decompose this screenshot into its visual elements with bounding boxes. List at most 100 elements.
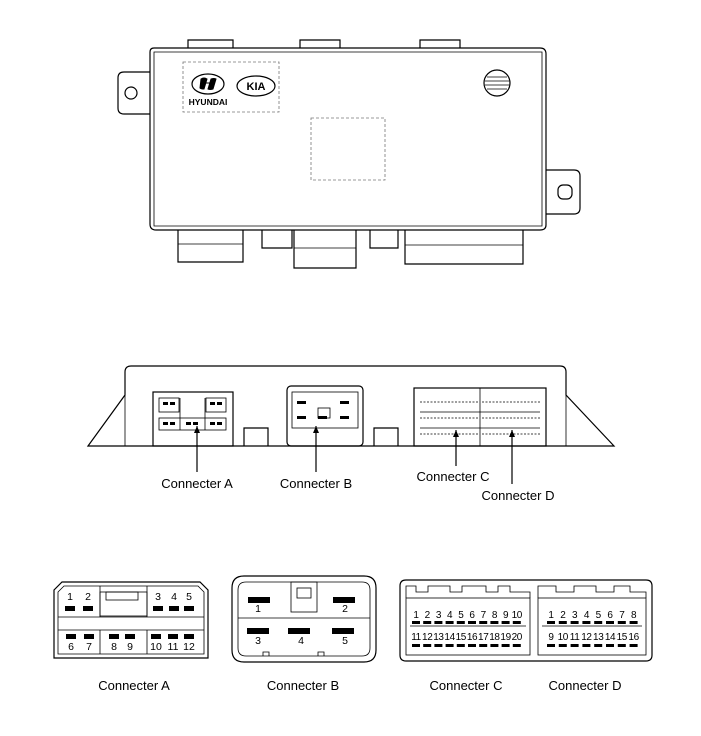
pin-label-c-18: 18	[489, 632, 500, 643]
pin-label-c-5: 5	[458, 610, 464, 621]
pin-label-c-2: 2	[425, 610, 431, 621]
pin-terminal-c-20	[512, 644, 521, 647]
pin-label-c-1: 1	[413, 610, 419, 621]
pin-terminal-b-1	[248, 597, 270, 603]
hyundai-wordmark: HYUNDAI	[189, 97, 228, 107]
connector-b-face	[231, 575, 377, 663]
pin-terminal-c-6	[468, 621, 476, 624]
pin-label-b-1: 1	[255, 603, 261, 615]
pin-label-d-14: 14	[605, 632, 616, 643]
pin-terminal-c-7	[479, 621, 488, 624]
pin-terminal-c-18	[490, 644, 499, 647]
pin-label-d-12: 12	[581, 632, 592, 643]
pin-label-a-2: 2	[85, 591, 91, 603]
pin-label-d-13: 13	[593, 632, 604, 643]
pin-label-c-10: 10	[512, 610, 523, 621]
pin-label-c-16: 16	[467, 632, 478, 643]
left-mount-hole-icon	[124, 86, 138, 100]
callout-label-a: Connecter A	[161, 476, 233, 491]
pin-label-d-9: 9	[548, 632, 554, 643]
callout-label-b: Connecter B	[280, 476, 352, 491]
pin-label-d-2: 2	[560, 610, 566, 621]
kia-wordmark: KIA	[247, 81, 266, 93]
pin-label-c-19: 19	[500, 632, 511, 643]
pin-terminal-c-4	[445, 621, 454, 624]
pin-terminal-d-10	[558, 644, 567, 647]
pin-label-a-5: 5	[186, 591, 192, 603]
side-connector-b	[286, 385, 364, 447]
pin-terminal-a-9	[125, 634, 135, 639]
pin-label-b-3: 3	[255, 635, 261, 647]
pin-terminal-a-2	[83, 606, 93, 611]
pin-terminal-d-8	[629, 621, 638, 624]
pin-label-d-6: 6	[607, 610, 613, 621]
pin-label-c-20: 20	[512, 632, 523, 643]
pin-terminal-b-3	[247, 628, 269, 634]
hyundai-logo-icon	[191, 73, 225, 95]
pin-terminal-c-11	[412, 644, 420, 647]
pin-terminal-d-15	[617, 644, 626, 647]
pin-terminal-c-1	[412, 621, 420, 624]
pin-terminal-b-5	[332, 628, 354, 634]
pin-terminal-d-5	[594, 621, 603, 624]
pin-label-d-15: 15	[617, 632, 628, 643]
connector-a-face	[53, 581, 209, 659]
pin-label-c-11: 11	[411, 632, 421, 643]
pin-terminal-c-12	[423, 644, 432, 647]
pin-label-c-13: 13	[433, 632, 444, 643]
caption-connector-b: Connecter B	[267, 678, 339, 693]
pin-label-b-5: 5	[342, 635, 348, 647]
pin-label-d-1: 1	[548, 610, 554, 621]
pin-label-c-14: 14	[444, 632, 455, 643]
pin-terminal-d-9	[547, 644, 555, 647]
pin-label-c-6: 6	[469, 610, 475, 621]
pin-terminal-a-4	[169, 606, 179, 611]
pin-label-b-2: 2	[342, 603, 348, 615]
pin-label-c-8: 8	[492, 610, 498, 621]
pin-label-c-15: 15	[456, 632, 467, 643]
pin-terminal-c-10	[512, 621, 521, 624]
pin-terminal-a-5	[184, 606, 194, 611]
pin-label-c-17: 17	[478, 632, 489, 643]
pin-terminal-d-16	[629, 644, 638, 647]
pin-label-c-9: 9	[503, 610, 509, 621]
pin-terminal-a-1	[65, 606, 75, 611]
pin-label-a-12: 12	[183, 641, 195, 653]
right-mount-hole-icon	[557, 184, 573, 200]
pin-label-d-7: 7	[619, 610, 625, 621]
pin-label-d-3: 3	[572, 610, 578, 621]
pin-terminal-a-12	[184, 634, 194, 639]
pin-label-a-10: 10	[150, 641, 162, 653]
pin-label-a-11: 11	[168, 641, 179, 653]
callout-arrows	[194, 426, 515, 484]
pin-terminal-c-16	[468, 644, 476, 647]
caption-connector-d: Connecter D	[549, 678, 622, 693]
pin-terminal-c-17	[479, 644, 488, 647]
pin-label-a-8: 8	[111, 641, 117, 653]
pin-terminal-c-9	[501, 621, 510, 624]
label-area	[310, 117, 386, 181]
logo-plate	[182, 61, 280, 113]
pin-terminal-c-15	[456, 644, 465, 647]
pin-terminal-a-7	[84, 634, 94, 639]
module-top-view: HYUNDAI KIA	[117, 39, 581, 269]
pin-terminal-d-4	[582, 621, 591, 624]
side-connector-a	[152, 391, 234, 447]
pin-terminal-d-14	[606, 644, 614, 647]
pin-terminal-c-2	[423, 621, 432, 624]
pin-label-c-3: 3	[436, 610, 442, 621]
pin-label-d-4: 4	[584, 610, 590, 621]
pin-terminal-d-6	[606, 621, 614, 624]
pin-terminal-d-1	[547, 621, 555, 624]
pin-label-a-9: 9	[127, 641, 133, 653]
pin-label-d-11: 11	[570, 632, 580, 643]
pin-label-d-5: 5	[596, 610, 602, 621]
pin-terminal-d-7	[617, 621, 626, 624]
pin-label-a-4: 4	[171, 591, 177, 603]
callout-label-c: Connecter C	[417, 469, 490, 484]
pin-terminal-d-3	[570, 621, 579, 624]
